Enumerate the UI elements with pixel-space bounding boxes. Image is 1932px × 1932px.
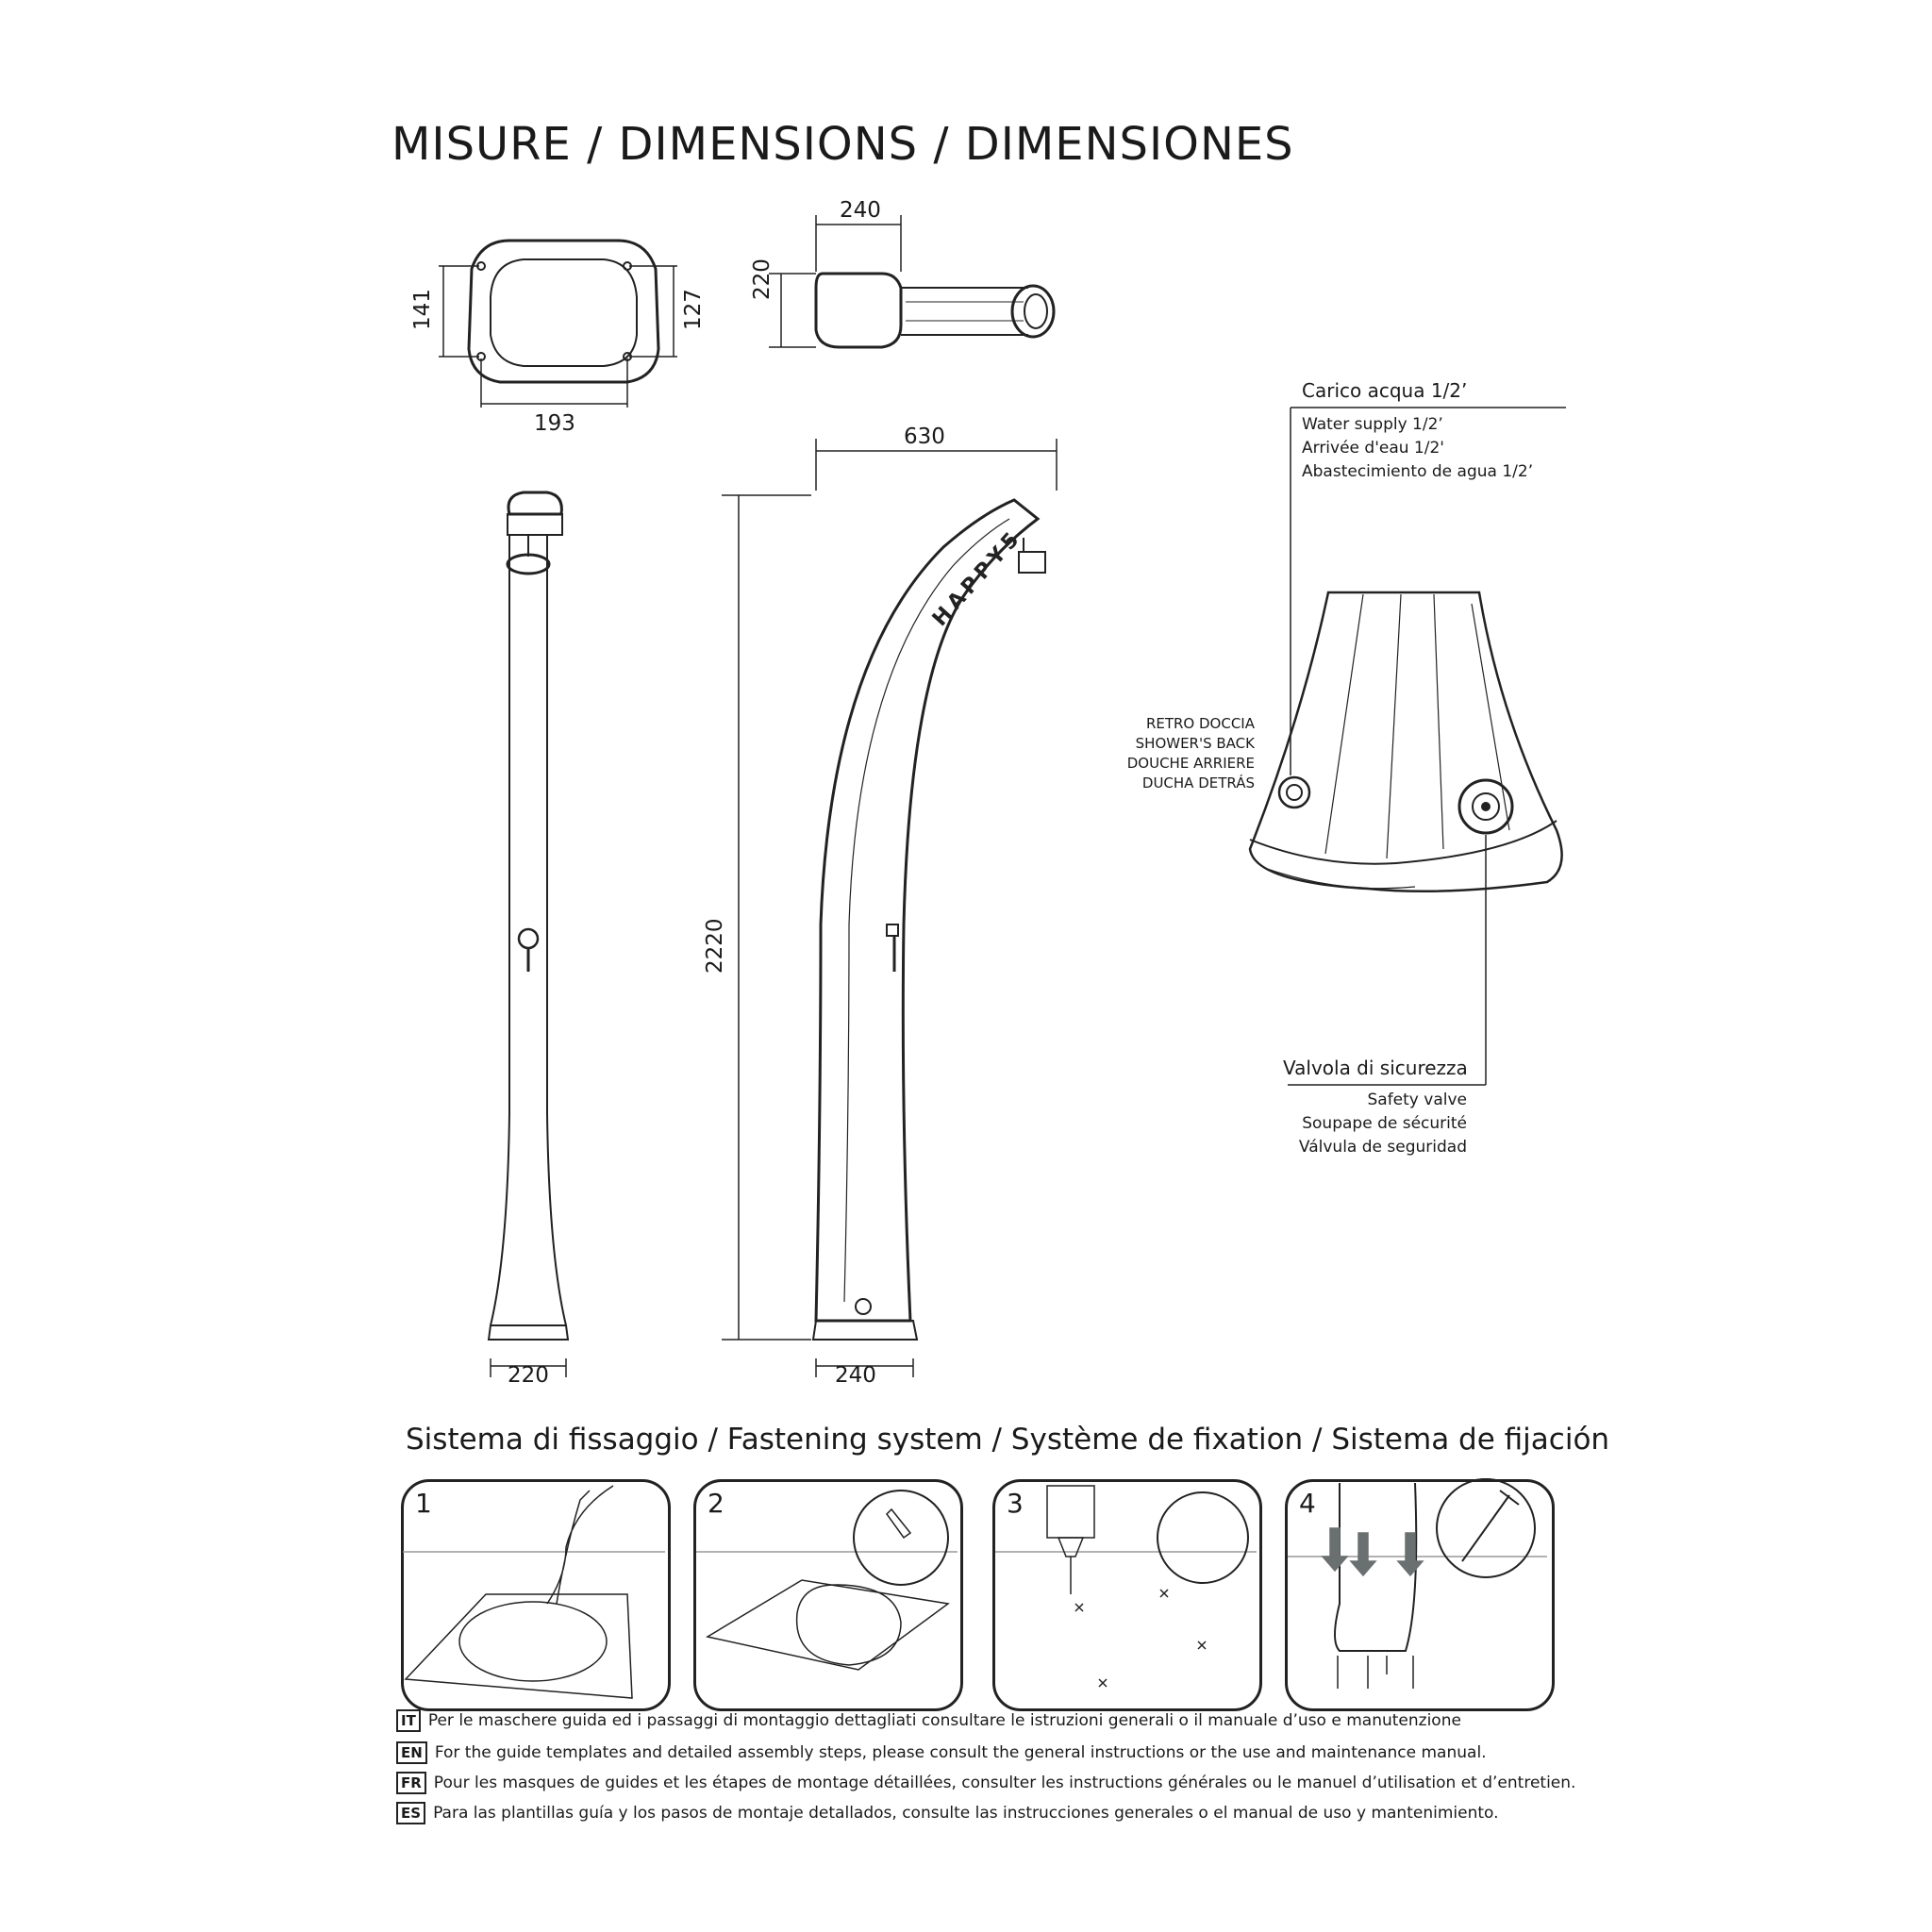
dim-height: 2220 (703, 918, 727, 974)
note-en-text: For the guide templates and detailed ass… (434, 1743, 1487, 1762)
step-2-number: 2 (708, 1488, 724, 1519)
step-3-panel: 3 (992, 1479, 1262, 1711)
lang-badge-fr: FR (396, 1772, 426, 1794)
shower-back-line-it: RETRO DOCCIA (1145, 715, 1255, 732)
step-3-number: 3 (1007, 1488, 1024, 1519)
dim-front-base: 220 (508, 1363, 549, 1388)
dim-reach: 630 (904, 425, 945, 449)
safety-valve-line-es: Válvula de seguridad (1298, 1138, 1467, 1157)
base-plate-top-view (439, 239, 677, 408)
safety-valve-line-fr: Soupape de sécurité (1302, 1114, 1467, 1133)
dim-base-width: 193 (534, 411, 575, 436)
step-4-number: 4 (1299, 1488, 1316, 1519)
dim-head-height: 220 (750, 258, 774, 300)
note-es: ES Para las plantillas guía y los pasos … (396, 1802, 1499, 1824)
front-view (487, 491, 570, 1377)
lang-badge-it: IT (396, 1709, 421, 1732)
safety-valve-line-en: Safety valve (1367, 1091, 1467, 1109)
water-supply-line-fr: Arrivée d'eau 1/2' (1302, 439, 1444, 458)
note-fr-text: Pour les masques de guides et les étapes… (433, 1774, 1576, 1792)
step-4-panel: 4 (1285, 1479, 1555, 1711)
step-1-number: 1 (415, 1488, 432, 1519)
base-detail-view (1248, 407, 1566, 1086)
head-top-view (769, 215, 1056, 349)
dim-base-left: 141 (410, 289, 435, 330)
water-supply-lines: Water supply 1/2’ Arrivée d'eau 1/2' Aba… (1302, 413, 1533, 484)
note-it: IT Per le maschere guida ed i passaggi d… (396, 1709, 1461, 1732)
note-it-text: Per le maschere guida ed i passaggi di m… (427, 1711, 1461, 1730)
dim-side-base: 240 (835, 1363, 876, 1388)
safety-valve-lines: Safety valve Soupape de sécurité Válvula… (1283, 1089, 1467, 1159)
step-1-panel: 1 (401, 1479, 671, 1711)
lang-badge-en: EN (396, 1741, 427, 1764)
dim-head-width: 240 (840, 198, 881, 223)
water-supply-title: Carico acqua 1/2’ (1302, 379, 1468, 402)
shower-back-line-fr: DOUCHE ARRIERE (1126, 755, 1255, 772)
fastening-title: Sistema di fissaggio / Fastening system … (406, 1423, 1610, 1457)
shower-back-label: RETRO DOCCIA SHOWER'S BACK DOUCHE ARRIER… (1113, 714, 1255, 793)
note-es-text: Para las plantillas guía y los pasos de … (433, 1804, 1499, 1823)
safety-valve-title: Valvola di sicurezza (1283, 1057, 1468, 1079)
note-en: EN For the guide templates and detailed … (396, 1741, 1487, 1764)
note-fr: FR Pour les masques de guides et les éta… (396, 1772, 1575, 1794)
dim-base-right: 127 (681, 289, 706, 330)
water-supply-line-en: Water supply 1/2’ (1302, 415, 1443, 434)
water-supply-line-es: Abastecimiento de agua 1/2’ (1302, 462, 1534, 481)
lang-badge-es: ES (396, 1802, 426, 1824)
step-2-panel: 2 (693, 1479, 963, 1711)
side-view: HAPPY5 (722, 439, 1058, 1377)
shower-back-line-en: SHOWER'S BACK (1135, 735, 1255, 752)
shower-back-line-es: DUCHA DETRÁS (1141, 774, 1255, 791)
page-title: MISURE / DIMENSIONS / DIMENSIONES (391, 118, 1294, 171)
